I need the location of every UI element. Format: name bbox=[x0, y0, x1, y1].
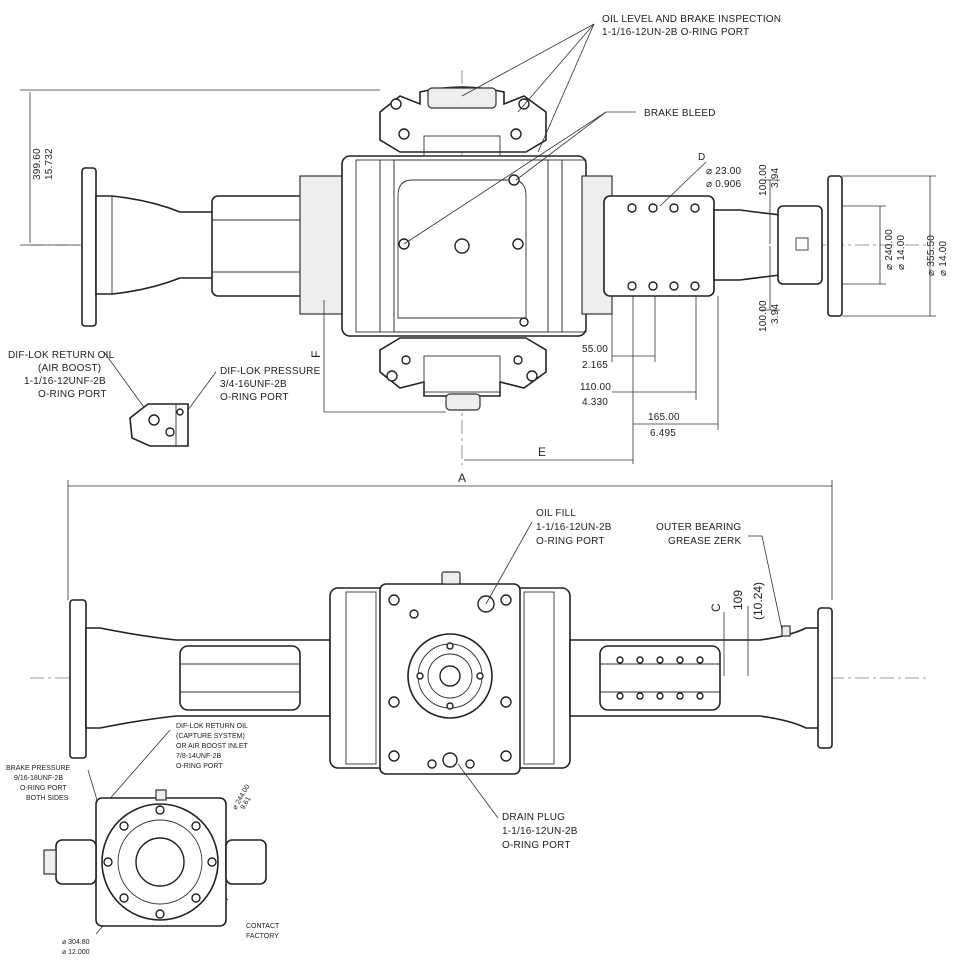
capture-inlet: OR AIR BOOST INLET bbox=[176, 743, 249, 750]
bolt-circle-in: ⌀ 12.000 bbox=[62, 949, 90, 956]
d110-mm: 110.00 bbox=[580, 382, 611, 393]
top-view-leaders bbox=[103, 23, 636, 419]
oil-fill-spec: 1-1/16-12UN-2B bbox=[536, 522, 612, 533]
difloc-pressure-spec: 3/4-16UNF-2B bbox=[220, 379, 287, 390]
brake-pressure-sides: BOTH SIDES bbox=[26, 795, 69, 802]
top-view-dimensions bbox=[20, 89, 936, 464]
flange-in: ⌀ 14.00 bbox=[938, 241, 949, 276]
oil-fill-port: O-RING PORT bbox=[536, 536, 605, 547]
capture-label: DIF-LOK RETURN OIL bbox=[176, 723, 248, 730]
outer-bearing-label: OUTER BEARING bbox=[656, 522, 741, 533]
difloc-pressure-label: DIF-LOK PRESSURE bbox=[220, 366, 321, 377]
d109-in: (10.24) bbox=[751, 582, 765, 620]
height-mm: 399.60 bbox=[32, 148, 43, 180]
brake-pressure-label: BRAKE PRESSURE bbox=[6, 765, 71, 772]
d109-mm: 109 bbox=[731, 590, 745, 610]
difloc-return-port: O-RING PORT bbox=[38, 389, 107, 400]
brake-bleed-label: BRAKE BLEED bbox=[644, 108, 716, 119]
overall-width-dimension bbox=[67, 480, 833, 600]
d55-in: 2.165 bbox=[582, 360, 608, 371]
label-a: A bbox=[458, 471, 466, 485]
brake-pressure-port: O-RING PORT bbox=[20, 785, 67, 792]
drain-plug-spec: 1-1/16-12UN-2B bbox=[502, 826, 578, 837]
factory-label: FACTORY bbox=[246, 933, 279, 940]
upper-in: 3.94 bbox=[770, 167, 781, 188]
front-view-axle bbox=[30, 571, 930, 775]
dimension-labels: 399.60 15.732 D ⌀ 23.00 ⌀ 0.906 100.00 3… bbox=[32, 148, 949, 956]
height-in: 15.732 bbox=[44, 148, 55, 180]
difloc-valve-detail bbox=[129, 403, 189, 447]
label-c: C bbox=[709, 603, 723, 612]
label-f: F bbox=[309, 351, 323, 358]
lower-mm: 100.00 bbox=[758, 300, 769, 332]
bolt-circle-mm: ⌀ 304.80 bbox=[62, 939, 90, 946]
difloc-pressure-port: O-RING PORT bbox=[220, 392, 289, 403]
drain-plug-port: O-RING PORT bbox=[502, 840, 571, 851]
oil-fill-label: OIL FILL bbox=[536, 508, 576, 519]
grease-zerk-label: GREASE ZERK bbox=[668, 536, 741, 547]
d165-mm: 165.00 bbox=[648, 412, 680, 423]
d55-mm: 55.00 bbox=[582, 344, 608, 355]
pilot-mm: ⌀ 240.00 bbox=[884, 229, 895, 270]
difloc-return-note: (AIR BOOST) bbox=[38, 363, 101, 374]
capture-spec: 7/8-14UNF-2B bbox=[176, 753, 221, 760]
hole-label: D bbox=[698, 152, 705, 163]
upper-mm: 100.00 bbox=[758, 164, 769, 196]
oil-level-spec: 1-1/16-12UN-2B O-RING PORT bbox=[602, 27, 749, 38]
callout-labels: OIL LEVEL AND BRAKE INSPECTION 1-1/16-12… bbox=[6, 14, 781, 940]
d165-in: 6.495 bbox=[650, 428, 676, 439]
pilot-in: ⌀ 14.00 bbox=[896, 235, 907, 270]
oil-level-label: OIL LEVEL AND BRAKE INSPECTION bbox=[602, 14, 781, 25]
label-e: E bbox=[538, 445, 546, 459]
difloc-return-label: DIF-LOK RETURN OIL bbox=[8, 350, 115, 361]
top-view-axle bbox=[30, 70, 930, 465]
d110-in: 4.330 bbox=[582, 397, 608, 408]
hole-in: ⌀ 0.906 bbox=[706, 179, 741, 190]
contact-label: CONTACT bbox=[246, 923, 280, 930]
brake-pressure-spec: 9/16-18UNF-2B bbox=[14, 775, 63, 782]
flange-mm: ⌀ 355.50 bbox=[926, 235, 937, 276]
wheel-end-detail bbox=[43, 789, 267, 927]
capture-note: (CAPTURE SYSTEM) bbox=[176, 733, 245, 740]
hole-mm: ⌀ 23.00 bbox=[706, 166, 741, 177]
lower-in: 3.94 bbox=[770, 303, 781, 324]
capture-port: O-RING PORT bbox=[176, 763, 223, 770]
drain-plug-label: DRAIN PLUG bbox=[502, 812, 565, 823]
difloc-return-spec: 1-1/16-12UNF-2B bbox=[24, 376, 106, 387]
